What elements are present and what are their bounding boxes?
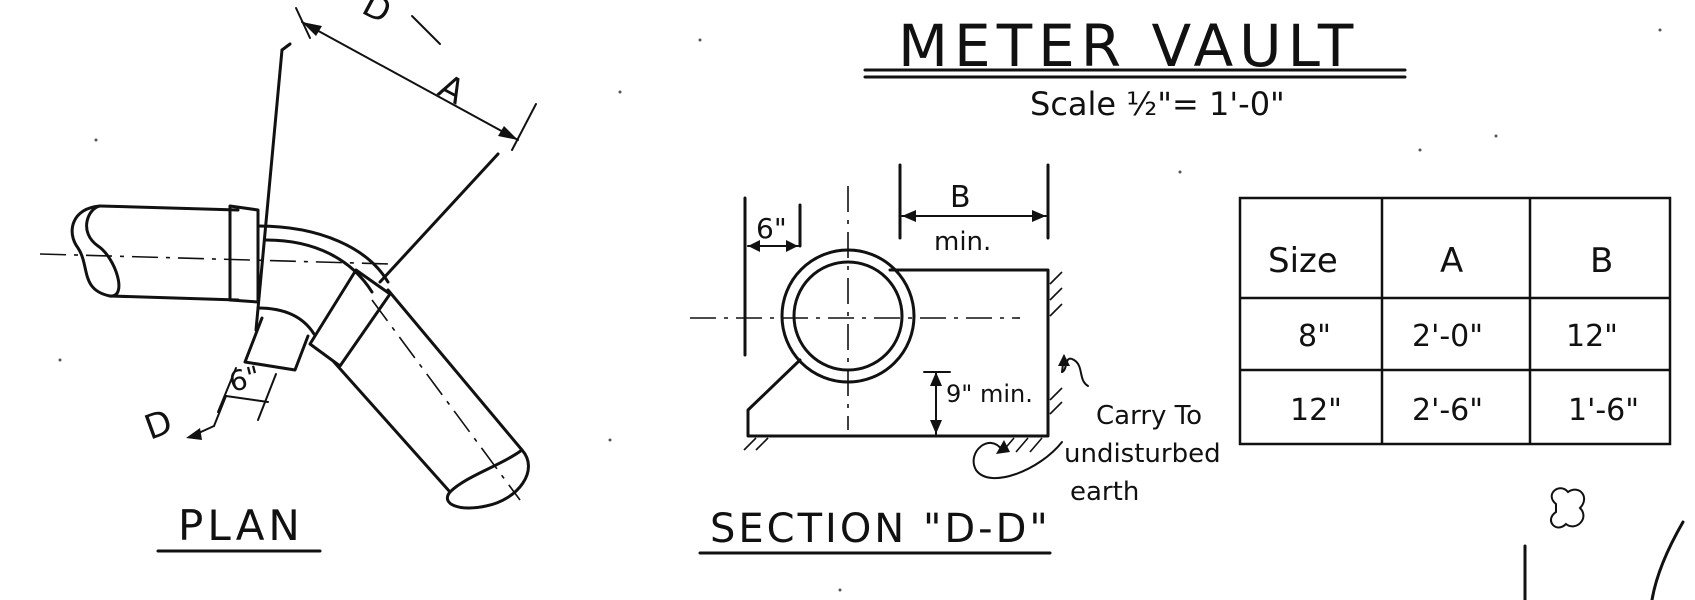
size-table: Size A B 8" 2'-0" 12" 12" 2'-6" 1'-6": [1238, 196, 1672, 446]
drawing-scale: Scale ½"= 1'-0": [1030, 85, 1285, 123]
plan-dim-a-arrow-2: [498, 126, 518, 140]
plan-vault-corner: [280, 42, 292, 52]
section-note-brace: [1061, 357, 1089, 387]
plan-view: A D 6" D PLAN: [39, 0, 537, 553]
section-view: 6" B min. 9" min. Carry To undisturbed e…: [690, 163, 1221, 555]
plan-dim-a-label: A: [432, 67, 471, 113]
plan-dim-6-ext-2: [257, 373, 277, 421]
plan-section-mark-bottom: D: [139, 402, 177, 449]
section-dim-b-label: B: [950, 180, 971, 215]
section-earth-hatching: [743, 271, 1063, 453]
plan-dim-6-line: [225, 395, 269, 403]
plan-dim-6-ext-1: [217, 367, 237, 413]
plan-bend-outer: [256, 224, 390, 284]
section-note-line2: undisturbed: [1064, 439, 1221, 469]
plan-section-arrowhead-bottom: [186, 428, 202, 440]
title-block: METER VAULT Scale ½"= 1'-0": [863, 12, 1407, 123]
plan-label: PLAN: [178, 501, 304, 550]
plan-right-collar: [308, 268, 392, 368]
plan-dim-a-ext-2: [511, 103, 537, 151]
plan-spigot-stub: [243, 316, 310, 372]
plan-left-pipe-break: [70, 204, 121, 298]
plan-dim-a-ext-1: [295, 7, 311, 39]
plan-vault-wall-left: [254, 48, 284, 332]
section-note-line1: Carry To: [1096, 401, 1202, 431]
margin-scribble: [1550, 487, 1586, 529]
table-cell-row2-b: 1'-6": [1568, 393, 1639, 428]
plan-bend-mid: [264, 238, 374, 294]
table-cell-row1-a: 2'-0": [1412, 319, 1483, 354]
plan-diag-pipe-top: [386, 288, 524, 452]
table-cell-row1-b: 12": [1566, 319, 1618, 354]
plan-diag-pipe-bottom: [332, 360, 452, 494]
section-vault-outline: [746, 268, 1050, 438]
plan-diag-centerline: [371, 299, 521, 501]
section-dim-b-arrow-2: [1032, 210, 1046, 222]
section-label: SECTION "D-D": [710, 506, 1051, 552]
table-cell-row2-size: 12": [1290, 393, 1342, 428]
table-border: [1238, 196, 1672, 446]
section-note-arrow-bottom: [996, 440, 1010, 454]
plan-section-mark-top: D: [356, 0, 398, 32]
plan-dim-a-arrow-1: [302, 22, 322, 36]
margin-curve-stroke: [1650, 520, 1685, 600]
section-dim-min-label: min.: [934, 227, 991, 257]
section-note-arrow-top: [1058, 354, 1070, 366]
plan-left-pipe-bottom: [108, 294, 240, 302]
plan-left-centerline: [39, 253, 391, 265]
section-dim-9-arrow-2: [930, 420, 942, 434]
scan-specks: [58, 28, 1662, 592]
plan-vault-wall-right: [378, 152, 500, 284]
table-cell-row1-size: 8": [1298, 319, 1331, 354]
plan-left-pipe-top: [98, 204, 240, 212]
plan-dim-a-line: [301, 21, 519, 141]
table-header-a: A: [1440, 241, 1463, 281]
plan-section-arrow-top: [411, 15, 441, 45]
section-note-line3: earth: [1070, 477, 1139, 507]
plan-left-collar: [228, 204, 260, 304]
section-dim-9-arrow-1: [930, 372, 942, 386]
plan-diag-pipe-end: [446, 448, 530, 510]
table-cell-row2-a: 2'-6": [1412, 393, 1483, 428]
section-dim-9-label: 9" min.: [946, 380, 1033, 408]
section-dim-b-arrow-1: [902, 210, 916, 222]
table-header-b: B: [1590, 241, 1613, 281]
section-dim-6-arrow-2: [786, 240, 798, 252]
table-header-size: Size: [1268, 241, 1338, 281]
section-dim-6-arrow-1: [748, 240, 760, 252]
plan-bend-inner: [256, 306, 316, 336]
margin-doodles: [1523, 487, 1685, 600]
plan-section-cut-bottom: [213, 395, 227, 427]
section-note-leader-bottom: [972, 441, 1063, 480]
section-dim-6-label: 6": [756, 212, 787, 245]
